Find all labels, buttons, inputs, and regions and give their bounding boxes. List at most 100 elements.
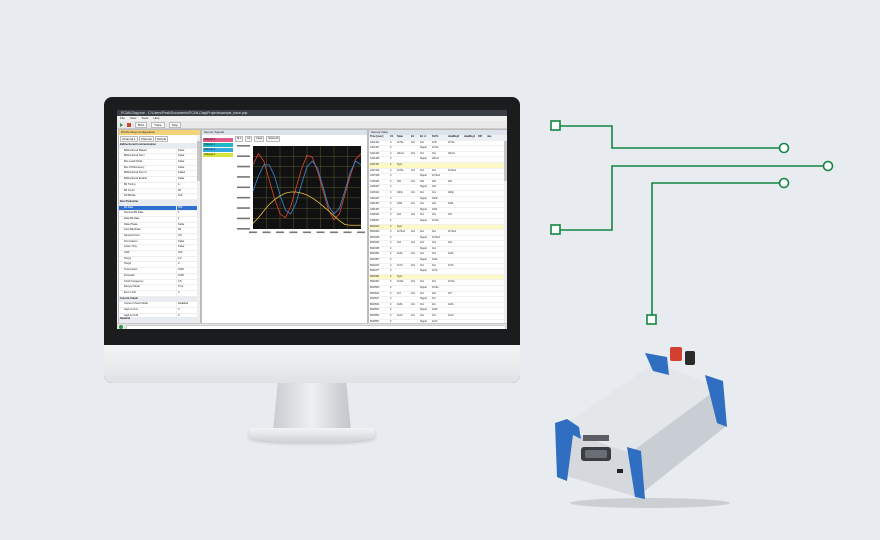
connect-icon[interactable] (127, 122, 131, 127)
property-value[interactable]: 500 (176, 205, 200, 211)
property-value[interactable]: 3 (176, 290, 200, 296)
property-value[interactable]: False (176, 154, 200, 160)
data-scrollbar[interactable] (504, 135, 507, 323)
config-scrollbar[interactable] (197, 135, 200, 323)
menu-file[interactable]: File (120, 116, 125, 120)
property-group[interactable]: Bus Parameter (119, 199, 200, 206)
tab-scripts[interactable]: Scripts (154, 136, 169, 142)
property-value[interactable]: 96 (176, 188, 200, 194)
play-icon[interactable] (120, 122, 123, 127)
command-input[interactable] (126, 325, 506, 329)
trace-button[interactable]: Trace (151, 121, 165, 128)
property-value[interactable]: Failed (176, 171, 200, 177)
property-value[interactable]: 0 (176, 262, 200, 268)
property-value[interactable]: 1 (176, 211, 200, 216)
property-value[interactable]: False (176, 245, 200, 251)
column-header[interactable]: Time [usec] (370, 135, 384, 138)
property-value[interactable]: 100 (176, 251, 200, 256)
property-value[interactable]: 0 (176, 313, 200, 319)
property-value[interactable]: True (176, 285, 200, 290)
channel-swatch[interactable]: Channel 2 (203, 143, 233, 147)
property-group[interactable]: Bidirectional Communication (119, 143, 200, 149)
column-header[interactable]: State (397, 135, 403, 138)
baud-select[interactable]: BCA (135, 121, 148, 128)
clear-button[interactable]: Clear (254, 136, 265, 142)
property-value[interactable]: False (176, 222, 200, 228)
signal-chart[interactable] (235, 143, 365, 236)
property-value[interactable]: 1 (176, 216, 200, 222)
property-value[interactable]: Disabled (176, 302, 200, 307)
stop-button[interactable]: Stop (168, 121, 181, 128)
column-header[interactable]: Err ct (420, 135, 427, 138)
column-header[interactable]: dataMsg0 (448, 135, 460, 138)
menu-tools[interactable]: Tools (141, 116, 149, 120)
column-header[interactable]: Err (411, 135, 415, 138)
show-all-button[interactable]: Show All (266, 136, 281, 142)
property-value[interactable]: 1000 (176, 273, 200, 279)
property-value[interactable]: False (176, 177, 200, 182)
fit-button[interactable]: Fit (245, 136, 253, 142)
property-value[interactable]: 99 (176, 228, 200, 233)
column-header[interactable]: dataMsg1 (464, 135, 476, 138)
property-value[interactable]: 0.5 (176, 279, 200, 285)
column-header[interactable]: Ch (390, 135, 394, 138)
property-value[interactable]: 100 (176, 194, 200, 199)
property-value[interactable]: False (176, 165, 200, 171)
property-value[interactable]: 0 (176, 307, 200, 313)
column-header[interactable]: Diff (478, 135, 482, 138)
zoom-select[interactable]: M:1 (235, 136, 244, 142)
column-header[interactable]: rate (487, 135, 492, 138)
column-header[interactable]: Rx/Tx (432, 135, 439, 138)
